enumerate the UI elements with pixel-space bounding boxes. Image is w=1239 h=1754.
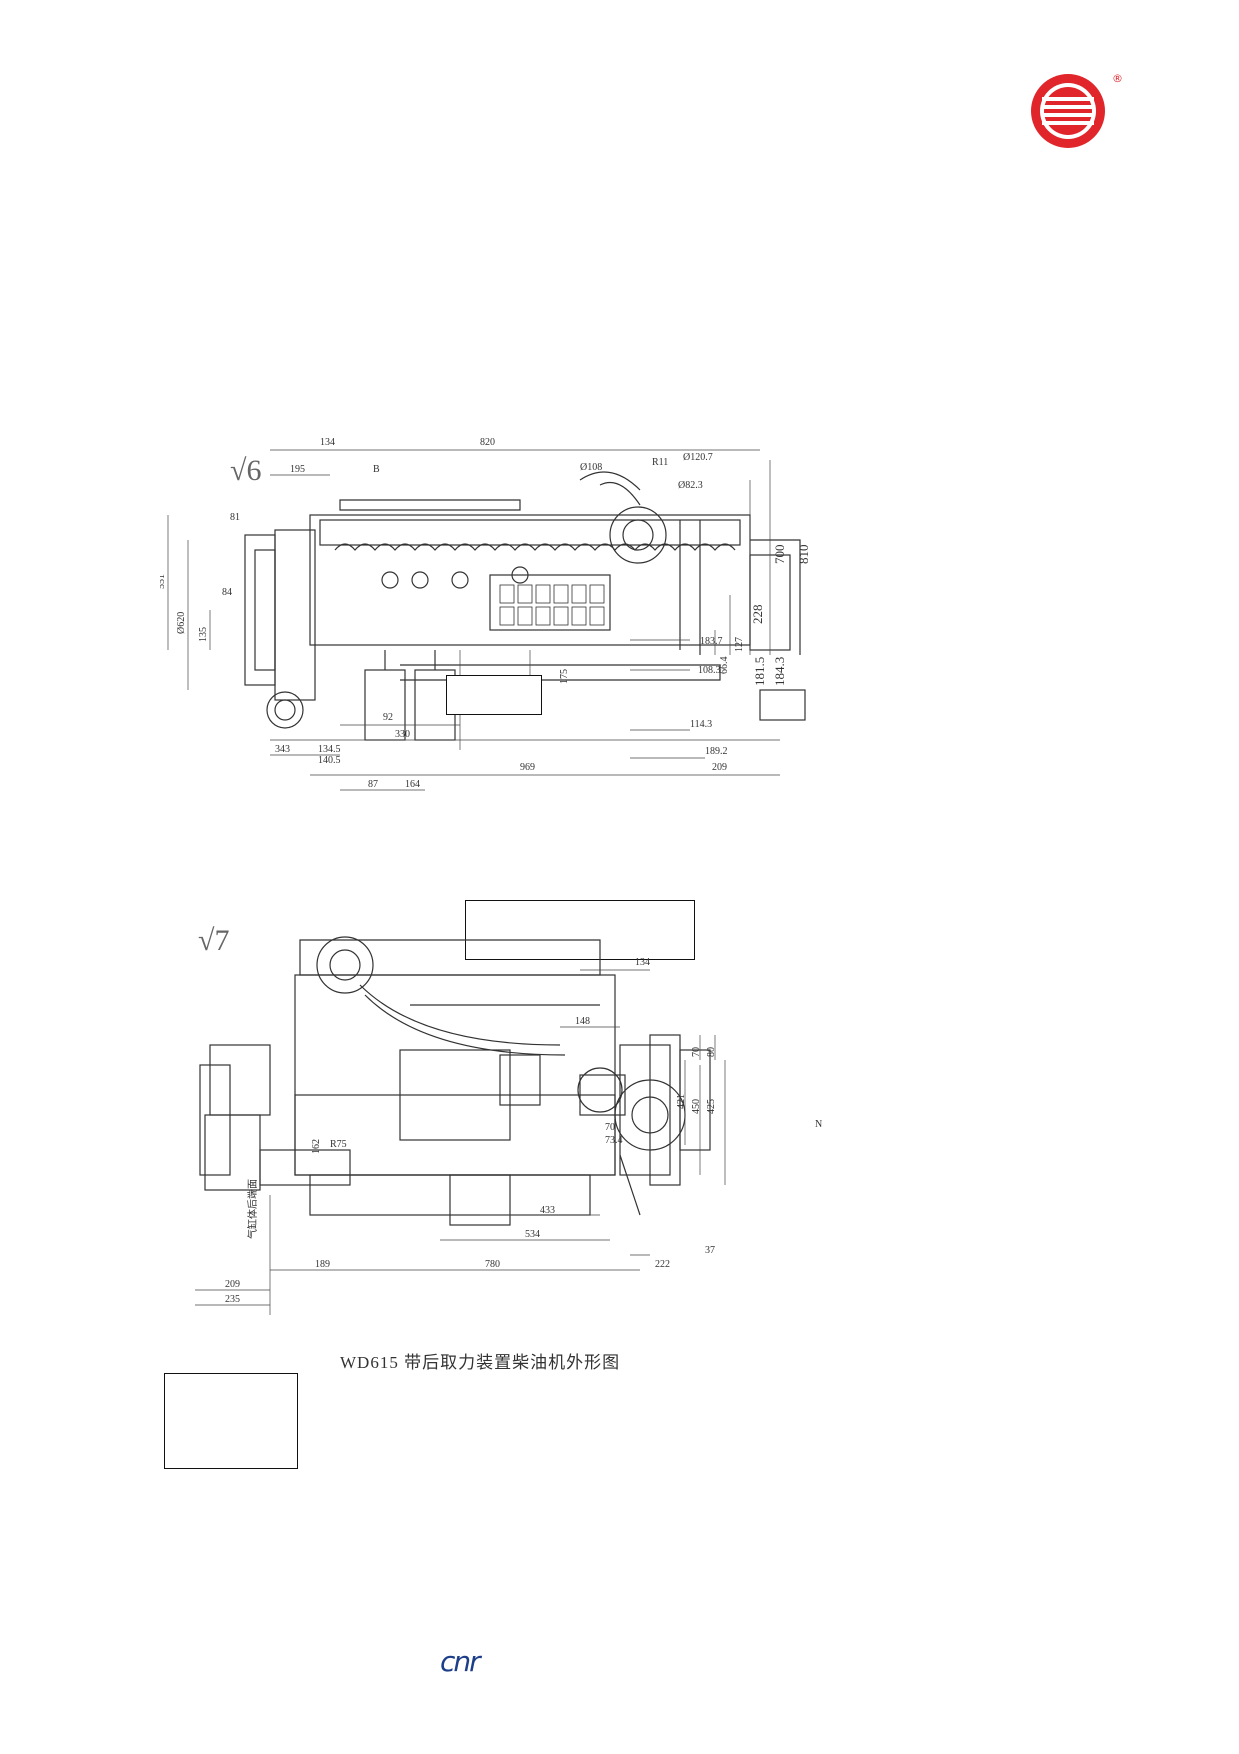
dim-label: 134: [635, 957, 650, 968]
dim-label: 209: [712, 762, 727, 773]
dim-label: 700: [772, 545, 787, 565]
engine-drawing-bottom: √7: [180, 895, 920, 1335]
hand-mark-bottom: √7: [198, 924, 229, 957]
dim-label: 343: [275, 744, 290, 755]
dim-label: 80: [706, 1047, 717, 1057]
dim-label: 148: [575, 1016, 590, 1027]
dim-label: 114.3: [690, 719, 712, 730]
dim-label: 87: [368, 779, 378, 790]
dim-label: 134.5: [318, 744, 341, 755]
dim-label: 183.7: [700, 636, 723, 647]
dim-label: 228: [750, 605, 765, 625]
dim-label: R75: [330, 1139, 347, 1150]
redaction-box: [465, 900, 695, 960]
dim-label: 189.2: [705, 746, 728, 757]
dim-label: 73.4: [605, 1135, 623, 1146]
brand-logo-icon: [1031, 74, 1105, 148]
dim-label: 108.3: [698, 665, 721, 676]
dim-label: 421: [676, 1094, 687, 1109]
footer-logo: cnr: [440, 1645, 481, 1678]
dim-label: 37: [705, 1245, 715, 1256]
dim-label: 820: [480, 437, 495, 448]
dim-label: Ø620: [176, 612, 187, 634]
figure-caption: WD615 带后取力装置柴油机外形图: [340, 1353, 621, 1372]
dim-label: 425: [706, 1099, 717, 1114]
dim-label: 127: [734, 637, 745, 652]
dim-label: 209: [225, 1279, 240, 1290]
dim-label: 气缸体后端面: [246, 1179, 259, 1239]
dim-label: 189: [315, 1259, 330, 1270]
dim-label: 135: [198, 627, 209, 642]
dim-label: 175: [559, 669, 570, 684]
dim-label: 780: [485, 1259, 500, 1270]
dim-label: 222: [655, 1259, 670, 1270]
dim-label: 195: [290, 464, 305, 475]
dim-label: Ø108: [580, 462, 602, 473]
dim-label: 66.4: [719, 657, 730, 675]
dim-label: 134: [320, 437, 335, 448]
dim-label: 81: [230, 512, 240, 523]
dim-label: N: [815, 1119, 822, 1130]
registered-mark: ®: [1112, 72, 1123, 85]
dim-label: 551: [160, 574, 167, 589]
dim-label: 140.5: [318, 755, 341, 766]
dim-label: 70: [605, 1122, 615, 1133]
redaction-box: [446, 675, 542, 715]
dim-label: 164: [405, 779, 420, 790]
dim-label: 162: [311, 1139, 322, 1154]
dim-label: Ø120.7: [683, 452, 713, 463]
dim-label: 70: [691, 1047, 702, 1057]
dim-label: 92: [383, 712, 393, 723]
dim-label: 810: [796, 545, 811, 565]
dim-label: 84: [222, 587, 232, 598]
dim-label: Ø82.3: [678, 480, 703, 491]
dim-label: 184.3: [772, 657, 787, 686]
redaction-box: [164, 1373, 298, 1469]
brand-logo: [1028, 70, 1110, 152]
dim-label: R11: [652, 457, 668, 468]
dim-label: 433: [540, 1205, 555, 1216]
dim-label: 969: [520, 762, 535, 773]
dim-label: 181.5: [752, 657, 767, 686]
dim-label: B: [373, 464, 380, 475]
engine-drawing-top: √6: [160, 380, 920, 870]
dim-label: 534: [525, 1229, 540, 1240]
hand-mark-top: √6: [230, 454, 261, 487]
dim-label: 330: [395, 729, 410, 740]
dim-label: 450: [691, 1099, 702, 1114]
dim-label: 235: [225, 1294, 240, 1305]
